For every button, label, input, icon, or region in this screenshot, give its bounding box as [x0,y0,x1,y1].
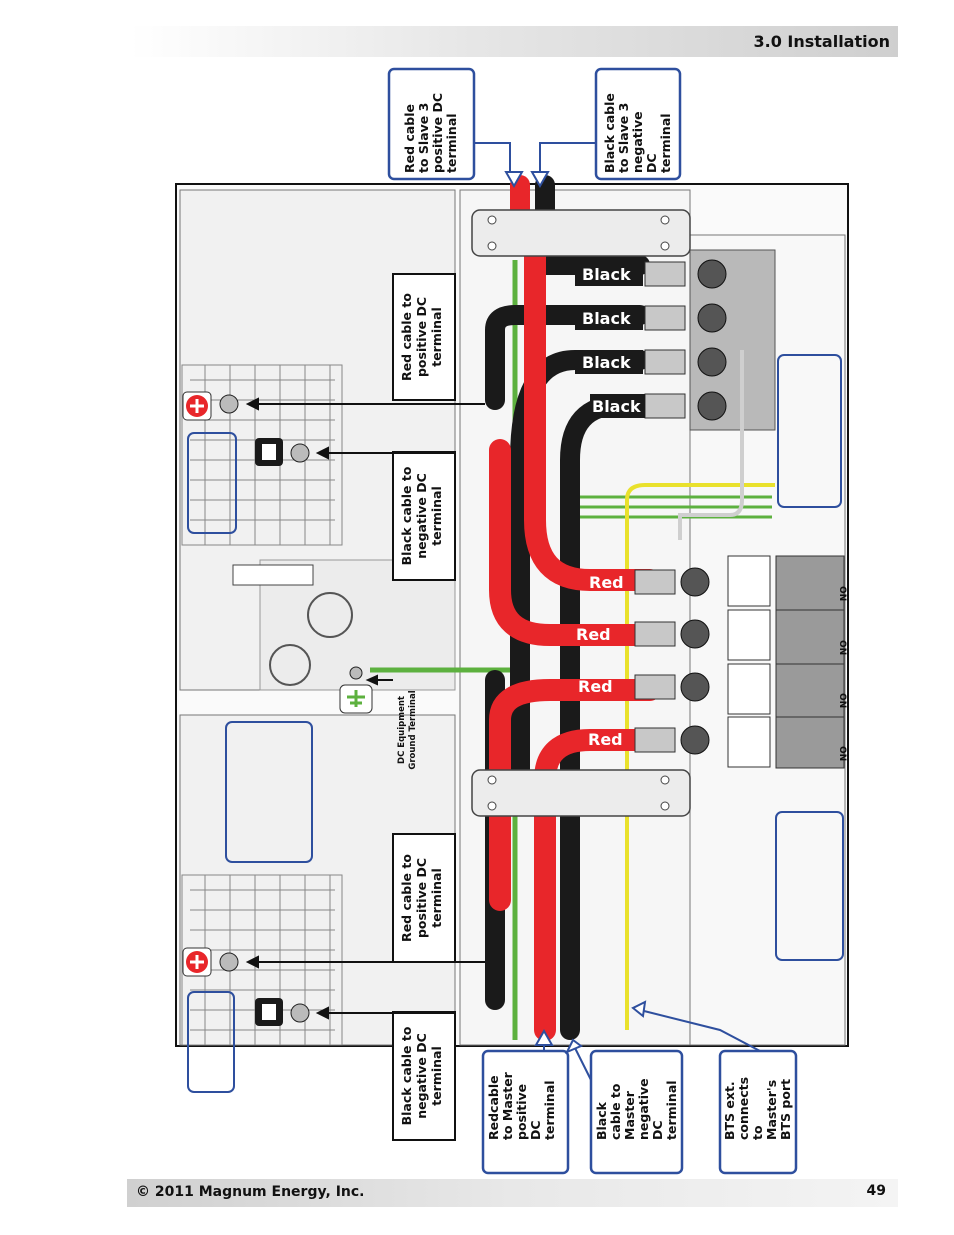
svg-text:terminal: terminal [542,1080,557,1140]
svg-text:terminal: terminal [429,486,444,546]
dc-breakers [727,555,845,769]
svg-text:Master's: Master's [764,1080,779,1140]
callout-bts-text: BTS ext. connects to Master's BTS port [722,1077,793,1140]
svg-text:Redcable: Redcable [486,1075,501,1140]
top-cable-clamp-bar [471,209,691,257]
placeholder-box [225,721,313,863]
callout-slave3-red [387,67,476,181]
red-cables [489,175,661,1041]
svg-text:to Slave 3: to Slave 3 [616,103,631,173]
callout-slave3-red-text: Red cable to Slave 3 positive DC termina… [402,93,459,173]
svg-text:positive: positive [514,1084,529,1140]
svg-text:cable to: cable to [608,1083,623,1140]
breaker-on-label: ON [837,746,847,761]
ground-terminal-label: DC Equipment Ground Terminal [397,690,418,769]
breaker-on-label: ON [837,693,847,708]
svg-text:Black cable to: Black cable to [399,1026,414,1125]
svg-text:negative DC: negative DC [414,473,429,559]
placeholder-box [777,354,842,508]
page-number: 49 [866,1183,886,1199]
svg-text:Red cable: Red cable [402,104,417,173]
callout-master-black [589,1049,684,1175]
callout-master-black-text: Black cable to Master negative DC termin… [594,1078,679,1140]
callout-arrows [245,397,485,1020]
placeholder-box [187,432,237,534]
svg-text:BTS port: BTS port [778,1079,793,1140]
svg-text:terminal: terminal [658,113,673,173]
red-cable-tag: Red [576,625,611,644]
breaker-on-label: ON [837,640,847,655]
callout-lower-red-text: Red cable to positive DC terminal [399,854,444,942]
red-cable-tag: Red [589,573,624,592]
black-cable-tag: Black [592,397,641,416]
lower-positive-terminal [182,947,239,977]
svg-text:Ground Terminal: Ground Terminal [408,690,418,769]
black-cable-tag: Black [582,265,631,284]
negative-terminal-lugs [644,259,727,421]
red-cable-tag: Red [588,730,623,749]
svg-text:to: to [750,1125,765,1140]
sense-wire [678,350,744,540]
svg-text:connects: connects [736,1077,751,1140]
port-block [232,564,314,586]
svg-text:to Slave 3: to Slave 3 [416,103,431,173]
svg-text:positive DC: positive DC [414,858,429,938]
breaker-on-label: ON [837,586,847,601]
bottom-cable-clamp-bar [471,769,691,817]
black-cable-tag: Black [582,309,631,328]
lower-negative-terminal [255,998,310,1026]
callout-master-red-text: Redcable to Master positive DC terminal [486,1071,557,1140]
svg-text:Black: Black [594,1101,609,1140]
section-title: 3.0 Installation [753,32,890,51]
red-cable-tag: Red [578,677,613,696]
upper-positive-terminal [182,391,239,421]
svg-text:terminal: terminal [429,1046,444,1106]
svg-text:positive DC: positive DC [414,297,429,377]
svg-text:Red cable to: Red cable to [399,854,414,942]
black-cable-tags [575,262,645,418]
blue-callout-arrows [474,142,761,1081]
callout-upper-black-text: Black cable to negative DC terminal [399,466,444,565]
svg-text:Black cable to: Black cable to [399,466,414,565]
svg-text:DC: DC [650,1120,665,1140]
svg-text:Master: Master [622,1090,637,1140]
svg-text:BTS ext.: BTS ext. [722,1081,737,1140]
svg-text:Red cable to: Red cable to [399,293,414,381]
svg-text:negative: negative [636,1078,651,1140]
cable-clamp [307,592,353,638]
callout-slave3-black-text: Black cable to Slave 3 negative DC termi… [602,93,673,173]
black-cable-tag: Black [582,353,631,372]
ground-terminal-icon [339,666,373,714]
svg-text:Black cable: Black cable [602,93,617,173]
svg-text:to Master: to Master [500,1071,515,1140]
svg-text:negative: negative [630,111,645,173]
placeholder-box [775,811,844,961]
copyright: © 2011 Magnum Energy, Inc. [136,1184,365,1200]
footer-bar: © 2011 Magnum Energy, Inc. 49 [127,1179,898,1207]
callout-upper-red [392,273,456,401]
callout-master-red [481,1049,570,1175]
svg-text:DC Equipment: DC Equipment [397,696,407,764]
callout-upper-black [392,451,456,581]
svg-text:terminal: terminal [664,1080,679,1140]
svg-text:terminal: terminal [429,307,444,367]
header-bar: 3.0 Installation [130,26,898,57]
bts-wire [625,483,775,1030]
svg-text:positive DC: positive DC [430,93,445,173]
svg-text:DC: DC [528,1120,543,1140]
callout-slave3-black [594,67,682,181]
svg-text:DC: DC [644,153,659,173]
cable-clamp [269,644,311,686]
svg-text:terminal: terminal [429,868,444,928]
svg-text:terminal: terminal [444,113,459,173]
callout-upper-red-text: Red cable to positive DC terminal [399,293,444,381]
svg-text:negative DC: negative DC [414,1033,429,1119]
upper-negative-terminal [255,438,310,466]
callout-lower-black-text: Black cable to negative DC terminal [399,1026,444,1125]
positive-terminal-lugs [634,567,710,755]
placeholder-box [187,991,235,1093]
